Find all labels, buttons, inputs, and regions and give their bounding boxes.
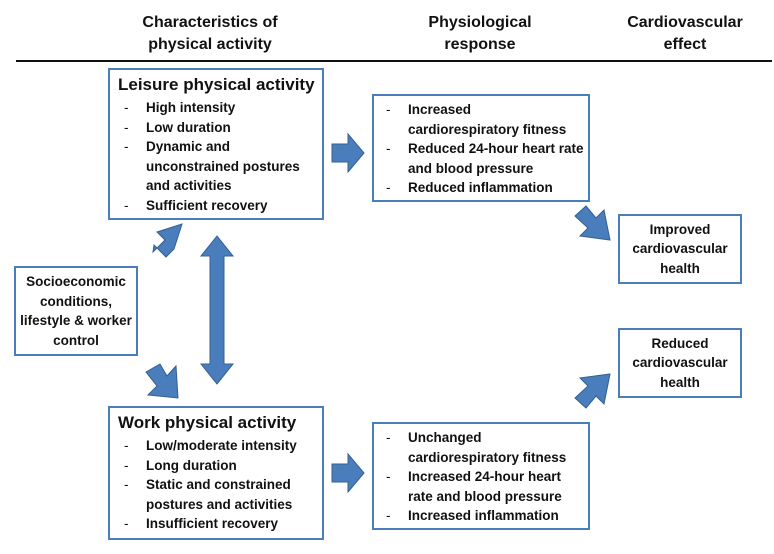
header-cardiovascular: Cardiovascular effect <box>605 12 765 56</box>
leisure-response-box: Increased cardiorespiratory fitness Redu… <box>372 94 590 202</box>
header-cardiovascular-line2: effect <box>663 36 707 53</box>
work-response-box: Unchanged cardiorespiratory fitness Incr… <box>372 422 590 530</box>
header-cardiovascular-line1: Cardiovascular <box>627 14 743 31</box>
improved-health-box: Improved cardiovascular health <box>618 214 742 284</box>
double-arrow-vertical-icon <box>199 235 235 385</box>
header-characteristics-line2: physical activity <box>148 36 272 53</box>
list-item: Increased cardiorespiratory fitness <box>380 100 584 139</box>
arrow-right-icon <box>331 132 365 174</box>
reduced-health-label: Reduced cardiovascular health <box>632 335 728 390</box>
work-activity-title: Work physical activity <box>118 413 297 432</box>
list-item: High intensity <box>118 98 318 118</box>
list-item: Sufficient recovery <box>118 196 318 216</box>
list-item: Unchanged cardiorespiratory fitness <box>380 428 584 467</box>
list-item: Low duration <box>118 118 318 138</box>
arrow-right-icon <box>331 452 365 494</box>
list-item: Increased 24-hour heart rate and blood p… <box>380 467 584 506</box>
list-item: Insufficient recovery <box>118 514 318 534</box>
leisure-activity-list: High intensity Low duration Dynamic and … <box>118 98 318 215</box>
header-divider <box>16 60 772 62</box>
work-activity-list: Low/moderate intensity Long duration Sta… <box>118 436 318 534</box>
list-item: Reduced inflammation <box>380 178 584 198</box>
list-item: Increased inflammation <box>380 506 584 526</box>
socioeconomic-box: Socioeconomic conditions, lifestyle & wo… <box>14 266 138 356</box>
arrow-diagonal-down-icon <box>145 363 179 399</box>
list-item: Long duration <box>118 456 318 476</box>
leisure-activity-title: Leisure physical activity <box>118 75 315 94</box>
leisure-activity-box: Leisure physical activity High intensity… <box>108 68 324 220</box>
work-response-list: Unchanged cardiorespiratory fitness Incr… <box>380 428 584 526</box>
reduced-health-box: Reduced cardiovascular health <box>618 328 742 398</box>
leisure-response-list: Increased cardiorespiratory fitness Redu… <box>380 100 584 198</box>
list-item: Reduced 24-hour heart rate and blood pre… <box>380 139 584 178</box>
header-physiological-line2: response <box>444 36 516 53</box>
list-item: Dynamic and unconstrained postures and a… <box>118 137 318 196</box>
improved-health-label: Improved cardiovascular health <box>632 221 728 276</box>
arrow-diagonal-down-icon <box>574 205 611 241</box>
header-physiological-line1: Physiological <box>428 14 532 31</box>
list-item: Static and constrained postures and acti… <box>118 475 318 514</box>
header-characteristics: Characteristics of physical activity <box>110 12 310 56</box>
list-item: Low/moderate intensity <box>118 436 318 456</box>
work-activity-box: Work physical activity Low/moderate inte… <box>108 406 324 540</box>
header-characteristics-line1: Characteristics of <box>142 14 278 31</box>
arrow-diagonal-up-icon <box>574 373 611 409</box>
header-physiological: Physiological response <box>405 12 555 56</box>
socioeconomic-label: Socioeconomic conditions, lifestyle & wo… <box>20 274 132 348</box>
arrow-diagonal-up-icon <box>152 223 183 258</box>
